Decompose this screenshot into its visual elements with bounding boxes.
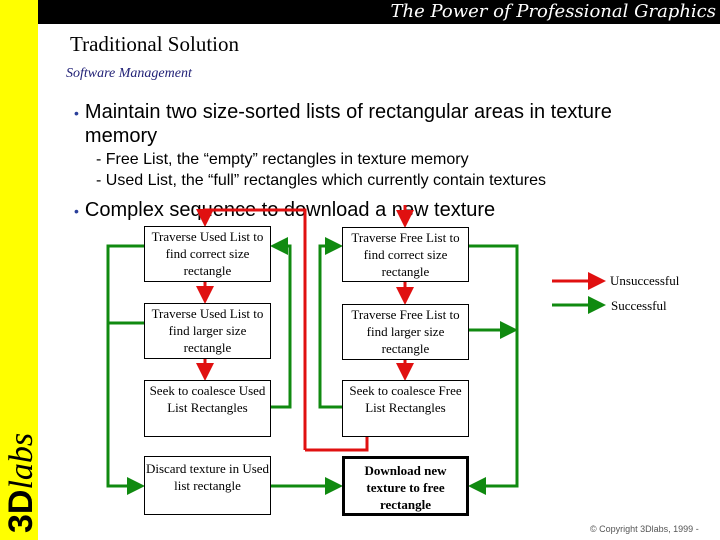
sub-bullet-1: - Free List, the “empty” rectangles in t… [96, 151, 469, 168]
legend-successful: Successful [611, 298, 667, 313]
3dlabs-logo: 3Dlabs [4, 433, 36, 533]
box-download-texture: Download new texture to free rectangle [342, 456, 469, 516]
legend-unsuccessful: Unsuccessful [610, 273, 680, 288]
bullet-text: Maintain two size-sorted lists of rectan… [84, 101, 612, 147]
box-used-correct-size: Traverse Used List to find correct size … [144, 226, 271, 282]
box-used-larger-size: Traverse Used List to find larger size r… [144, 303, 271, 359]
box-free-coalesce: Seek to coalesce Free List Rectangles [342, 380, 469, 437]
copyright: © Copyright 3Dlabs, 1999 - [590, 524, 699, 534]
svg-text:3Dlabs: 3Dlabs [4, 433, 36, 533]
tagline: The Power of Professional Graphics [390, 1, 716, 22]
slide-title: Traditional Solution [70, 32, 239, 56]
sub-bullet-text: Used List, the “full” rectangles which c… [105, 172, 546, 189]
box-used-discard: Discard texture in Used list rectangle [144, 456, 271, 515]
sub-bullet-text: Free List, the “empty” rectangles in tex… [105, 151, 469, 168]
successful-arrows [106, 237, 606, 495]
box-free-larger-size: Traverse Free List to find larger size r… [342, 304, 469, 360]
slide-subtitle: Software Management [66, 66, 192, 81]
sidebar: 3Dlabs [0, 0, 38, 540]
box-free-correct-size: Traverse Free List to find correct size … [342, 227, 469, 282]
header-bar: The Power of Professional Graphics [38, 0, 720, 24]
box-used-coalesce: Seek to coalesce Used List Rectangles [144, 380, 271, 437]
sub-bullet-2: - Used List, the “full” rectangles which… [96, 172, 546, 189]
bullet-1: •Maintain two size-sorted lists of recta… [74, 100, 654, 148]
unsuccessful-arrows [196, 205, 606, 452]
